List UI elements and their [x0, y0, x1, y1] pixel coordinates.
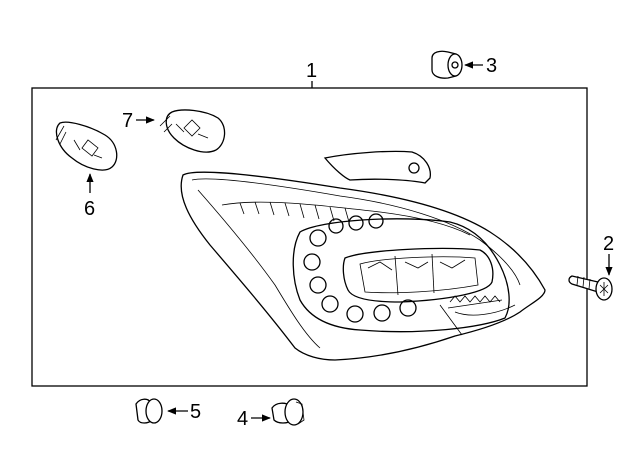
screw-icon[interactable]: [568, 275, 613, 301]
reflector-lines: [239, 201, 350, 223]
callout-6-label: 6: [84, 198, 95, 220]
callout-3-label: 3: [486, 55, 497, 77]
callout-2[interactable]: 2: [603, 233, 614, 276]
callout-4-label: 4: [237, 408, 248, 430]
callout-1[interactable]: 1: [306, 60, 317, 88]
callout-5[interactable]: 5: [167, 401, 201, 423]
center-lens-inner: [359, 256, 479, 294]
reflector-top: [221, 201, 471, 236]
assembly-frame: [31, 87, 588, 387]
mount-flange: [323, 150, 431, 184]
bulb-icon[interactable]: [159, 109, 226, 153]
callout-4[interactable]: 4: [237, 408, 271, 430]
center-lens: [342, 247, 494, 303]
grommet-flange: [284, 398, 304, 426]
bulb-6-base: [55, 125, 67, 145]
nut-face: [447, 53, 463, 77]
push-pin-icon[interactable]: [135, 398, 163, 424]
callout-3[interactable]: 3: [464, 55, 497, 77]
bulb-6-glass: [55, 121, 118, 171]
lower-bezel: [439, 304, 516, 336]
tail-lamp-icon[interactable]: [180, 150, 546, 361]
callout-1-label: 1: [306, 60, 317, 82]
screw-drive: [599, 282, 609, 296]
callout-7-label: 7: [122, 110, 133, 132]
nut-icon[interactable]: [431, 50, 463, 79]
lens-dividers: [367, 253, 466, 296]
bulb-6-filament: [73, 139, 103, 159]
bulb-7-filament: [175, 119, 209, 139]
bulb-7-glass: [165, 109, 226, 153]
lamp-housing: [180, 171, 546, 361]
screw-threads: [576, 275, 591, 290]
mount-hole: [408, 162, 420, 174]
grommet-icon[interactable]: [271, 398, 305, 426]
nut-hole: [451, 61, 459, 69]
lens-module: [292, 218, 510, 333]
callout-6[interactable]: 6: [84, 173, 95, 220]
led-ring: [303, 213, 417, 323]
lamp-housing-inner: [191, 178, 521, 349]
callout-5-label: 5: [190, 401, 201, 423]
bulb-icon[interactable]: [55, 121, 118, 171]
bulb-7-base: [159, 115, 173, 133]
callout-7[interactable]: 7: [122, 110, 155, 132]
callout-2-label: 2: [603, 233, 614, 255]
pin-head: [145, 398, 163, 424]
grommet-lip: [295, 401, 305, 425]
chevron-pattern: [447, 295, 503, 309]
